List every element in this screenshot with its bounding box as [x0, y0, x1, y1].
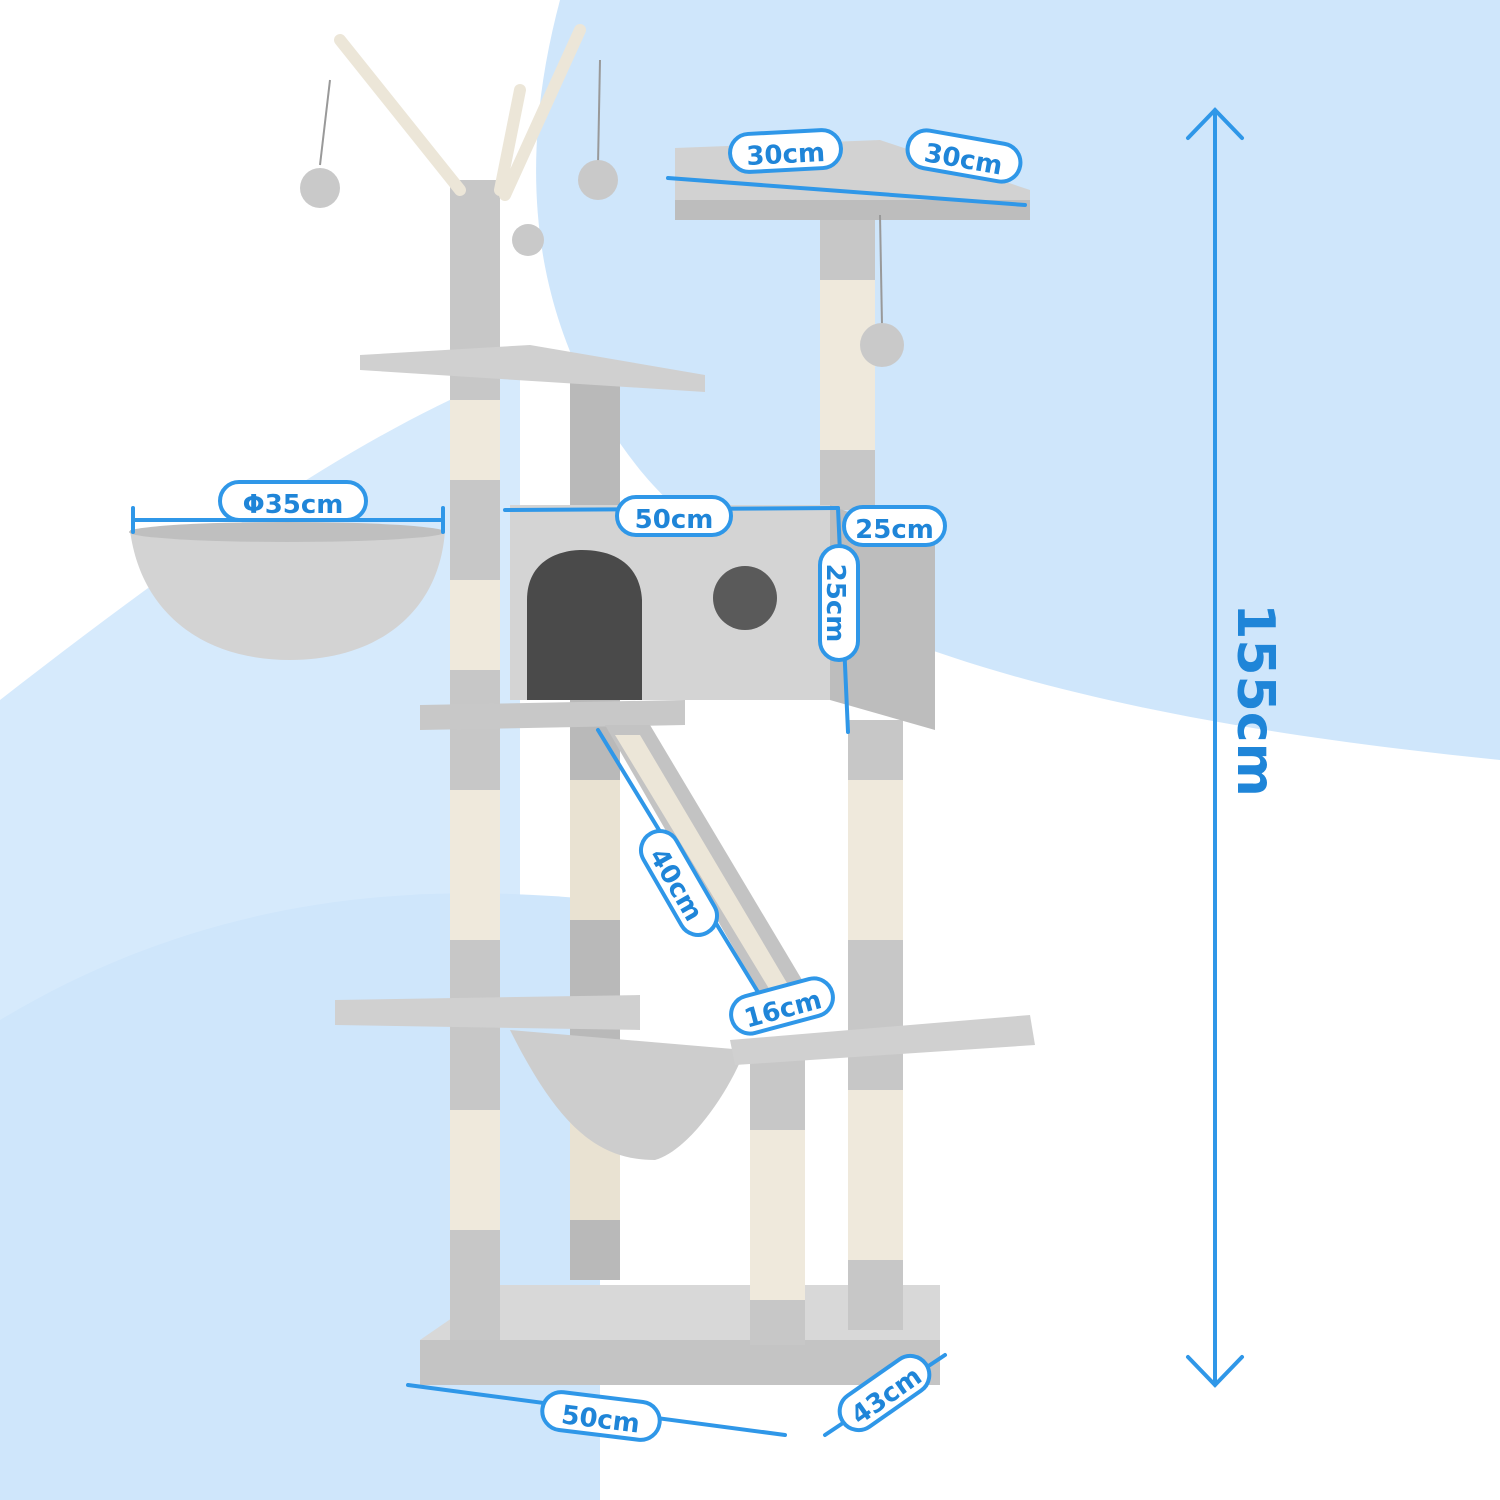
lower-left-platform — [335, 995, 640, 1030]
post-right — [820, 210, 903, 1330]
basket — [129, 522, 445, 660]
double-arrow-icon — [1186, 107, 1244, 1388]
middle-platform — [360, 345, 705, 392]
hammock — [510, 1030, 745, 1160]
toy-sticks — [300, 24, 904, 367]
cat-tree — [129, 24, 1035, 1385]
top-platform-width-label: 30cm — [726, 127, 845, 175]
lower-right-platform — [730, 1015, 1035, 1065]
condo-box — [420, 505, 935, 730]
condo-height-label: 25cm — [818, 544, 860, 662]
condo-width-label: 50cm — [615, 495, 733, 537]
basket-diameter-label: Φ35cm — [218, 480, 368, 522]
ramp — [605, 725, 820, 1020]
ruler-line-icon — [666, 176, 1027, 207]
post-front-right — [750, 1060, 805, 1345]
condo-depth-label: 25cm — [842, 505, 947, 547]
total-height-label: 155cm — [1225, 603, 1285, 797]
